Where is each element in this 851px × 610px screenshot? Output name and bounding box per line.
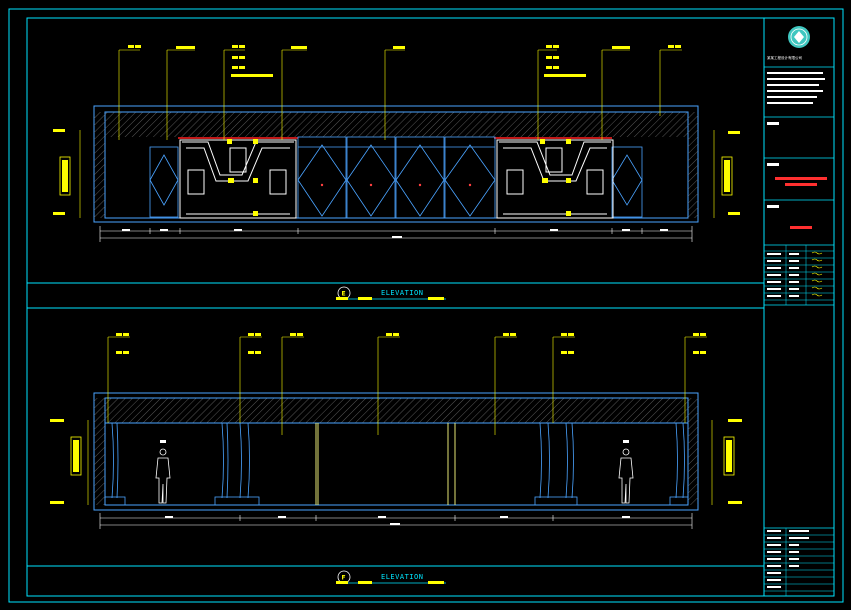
- ceiling-hatch: [105, 112, 688, 137]
- elevation-title-top: E ELEVATION: [336, 286, 446, 300]
- section-marker-top: E: [342, 291, 346, 298]
- dimension-line-bottom: [99, 513, 693, 529]
- callout-tags-bottom: [116, 333, 706, 354]
- revision-table: [764, 245, 834, 596]
- callout-tags-top: [128, 45, 681, 77]
- level-markers-bottom: [50, 419, 742, 505]
- side-panel-right: [611, 146, 643, 218]
- glass-door-panels: [297, 136, 496, 219]
- side-panel-left: [149, 146, 179, 218]
- section-marker-bottom: F: [342, 575, 346, 582]
- glass-openings: [315, 423, 456, 505]
- elevation-title-bottom: F ELEVATION: [336, 570, 446, 584]
- left-column-hatch: [94, 112, 105, 218]
- company-logo-icon: [788, 26, 810, 48]
- yellow-markers: [227, 139, 571, 216]
- title-block-info-bars: [767, 72, 825, 208]
- dimension-line-top: [99, 226, 693, 242]
- signature-marks: [811, 251, 823, 297]
- title-block: 某某工程设计有限公司: [764, 26, 834, 596]
- elevation-label-top: ELEVATION: [381, 289, 423, 297]
- elevation-label-bottom: ELEVATION: [381, 573, 423, 581]
- elevation-bottom: F ELEVATION: [50, 333, 742, 584]
- leader-lines-top: [118, 49, 682, 140]
- elevation-top: E ELEVATION: [53, 45, 740, 300]
- cabinet-left: [179, 139, 297, 219]
- leader-lines-bottom: [107, 336, 707, 435]
- ceiling-hatch-bottom: [105, 398, 688, 423]
- right-column-hatch: [688, 112, 698, 218]
- cabinet-right: [496, 139, 614, 219]
- scale-figure-left: [155, 448, 171, 504]
- level-markers-top: [53, 129, 740, 218]
- sheet-frame: [8, 8, 844, 603]
- company-name: 某某工程设计有限公司: [767, 55, 802, 60]
- scale-figure-right: [618, 448, 634, 504]
- curtain-columns: [104, 422, 689, 506]
